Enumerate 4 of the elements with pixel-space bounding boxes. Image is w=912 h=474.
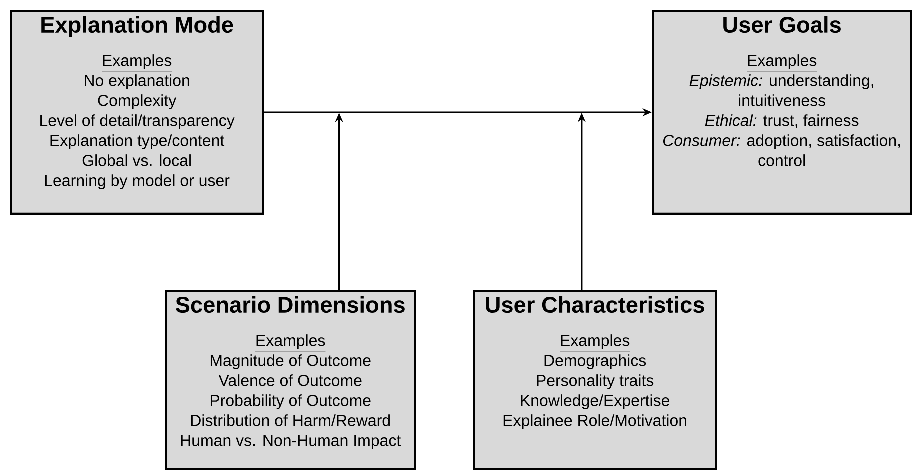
example-box: User Characteristics Examples Demographics Personality traits Knowledge/Expertise Explainee Role/Motivation [473,290,718,470]
example-box: Explanation Mode Examples No explanation Complexity Level of detail/transparency Explanation type/content Global vs. local Learning by model or user [10,10,264,216]
example-box: Scenario Dimensions Examples Magnitude of Outcome Valence of Outcome Probability of Outcome Distribution of Harm/Reward Human vs. Non-Human Impact [165,290,416,470]
example-box: User Goals Examples Epistemic: understanding, intuitiveness Ethical: trust, fairness Consumer: adoption, satisfaction, control [652,10,912,216]
